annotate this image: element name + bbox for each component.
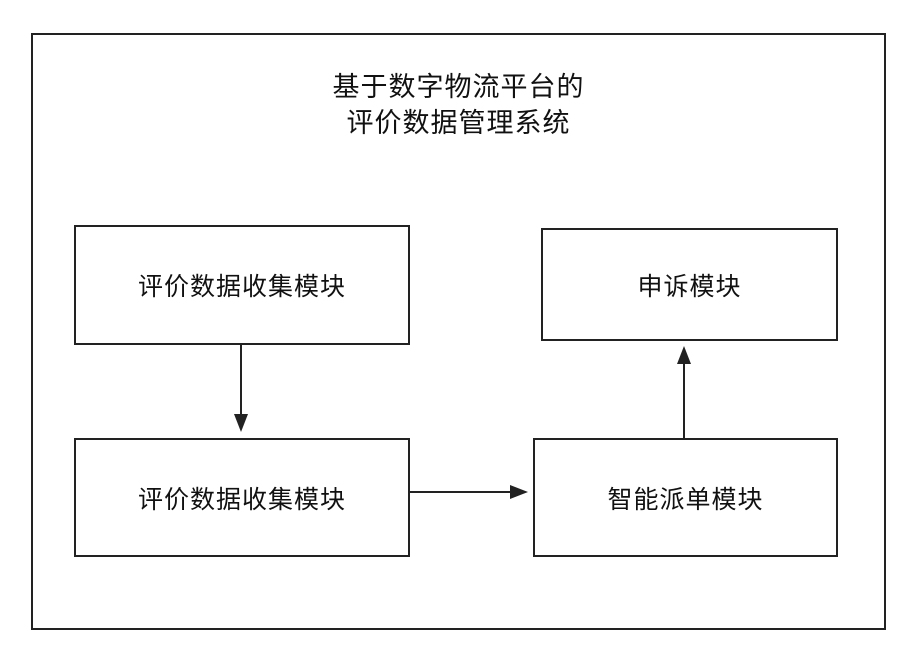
node-label: 申诉模块: [637, 271, 742, 301]
node-label: 评价数据收集模块: [137, 272, 346, 301]
system-title: 基于数字物流平台的 评价数据管理系统: [332, 72, 585, 139]
node-evaluation-data-analysis-module[interactable]: 评价数据收集模块: [74, 438, 410, 557]
node-label: 智能派单模块: [607, 484, 764, 514]
node-evaluation-data-collection-module[interactable]: 评价数据收集模块: [74, 225, 410, 345]
node-intelligent-dispatch-module[interactable]: 智能派单模块: [533, 438, 838, 557]
node-appeal-module[interactable]: 申诉模块: [541, 228, 838, 341]
node-label: 评价数据收集模块: [137, 484, 346, 514]
